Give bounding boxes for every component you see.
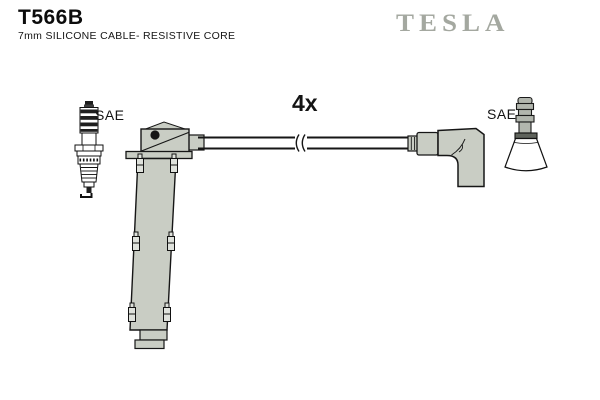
elbow-boot-icon: [407, 127, 485, 188]
sae-label-left: SAE: [95, 107, 125, 123]
straight-boot-icon: [125, 121, 205, 350]
cable-break-icon: [295, 134, 306, 152]
part-description: 7mm SILICONE CABLE- RESISTIVE CORE: [18, 30, 236, 42]
boot-clips: [128, 153, 178, 322]
ignition-cable-icon: [198, 134, 412, 152]
part-number: T566B: [18, 6, 84, 29]
sae-label-right: SAE: [487, 106, 517, 122]
spark-plug-icon: [74, 101, 104, 198]
tesla-logo: TESLA: [396, 8, 510, 37]
quantity-label: 4x: [292, 90, 318, 116]
plug-terminal-icon: [504, 96, 548, 172]
